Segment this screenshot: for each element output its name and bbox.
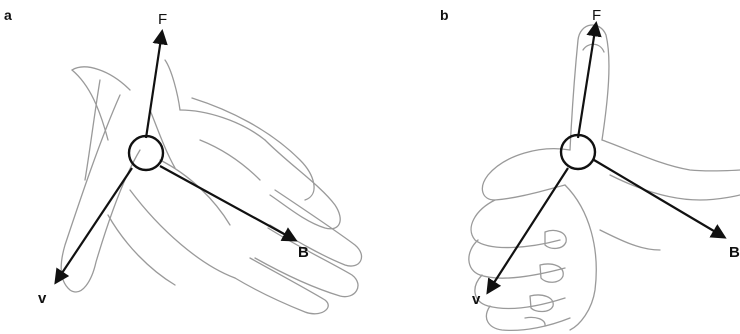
force-label-a: F bbox=[158, 11, 167, 28]
panel-b: b F bbox=[440, 7, 740, 330]
force-vector-arrow-b bbox=[578, 24, 596, 138]
panel-a-label: a bbox=[4, 7, 12, 23]
panel-a: a bbox=[4, 7, 362, 314]
panel-b-label: b bbox=[440, 7, 449, 23]
velocity-label-b: v bbox=[472, 291, 481, 308]
force-vector-arrow-a bbox=[146, 32, 162, 138]
force-label-b: F bbox=[592, 7, 601, 24]
velocity-vector-arrow-a bbox=[56, 168, 132, 282]
field-vector-arrow-b bbox=[594, 160, 724, 237]
origin-circle-a bbox=[129, 136, 163, 170]
field-vector-arrow-a bbox=[160, 166, 295, 240]
open-hand-drawing bbox=[61, 60, 361, 314]
velocity-label-a: v bbox=[38, 290, 47, 307]
field-label-b: B bbox=[729, 244, 740, 261]
origin-circle-b bbox=[561, 135, 595, 169]
field-label-a: B bbox=[298, 244, 309, 261]
thumbs-up-hand-drawing bbox=[469, 25, 740, 330]
